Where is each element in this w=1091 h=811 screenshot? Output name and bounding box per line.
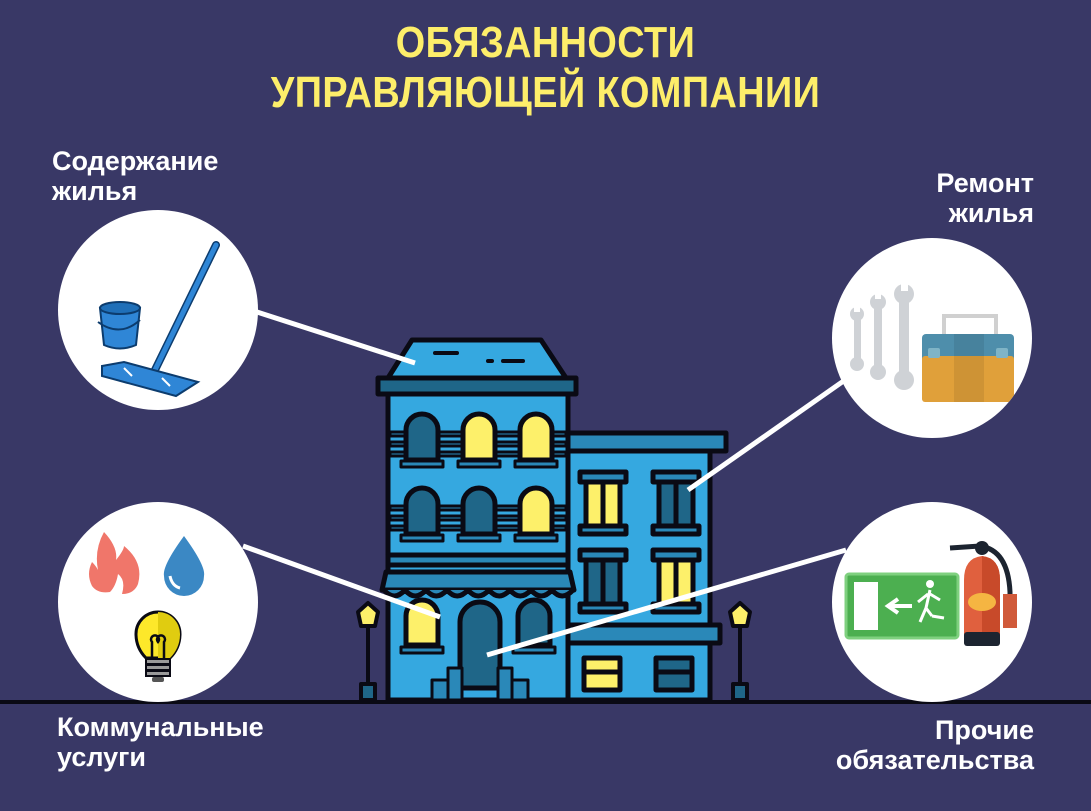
label-other-line2: обязательства xyxy=(835,745,1034,775)
label-utilities: Коммунальные услуги xyxy=(57,712,264,772)
water-drop-icon xyxy=(163,536,205,596)
exit-sign-extinguisher-icon xyxy=(844,541,1017,646)
ground-line xyxy=(0,700,1091,704)
fire-water-electricity-icon xyxy=(89,532,205,682)
annex-window-dark xyxy=(650,469,702,537)
connector-repair xyxy=(686,377,847,493)
main-building xyxy=(375,337,579,703)
street-lamp-right xyxy=(728,601,752,702)
label-utilities-line1: Коммунальные xyxy=(57,712,264,742)
mop-bucket-icon xyxy=(97,241,220,398)
label-maintenance-line2: жилья xyxy=(52,176,138,206)
connector-utilities xyxy=(242,543,441,620)
circle-utilities xyxy=(58,502,258,702)
street-lamp-left xyxy=(356,601,380,702)
label-repair-line2: жилья xyxy=(948,198,1034,228)
label-other-line1: Прочие xyxy=(934,715,1034,745)
annex-window-dark xyxy=(577,547,629,615)
connector-other xyxy=(486,547,847,658)
label-repair-line1: Ремонт xyxy=(936,168,1034,198)
label-repair: Ремонт жилья xyxy=(936,168,1034,228)
circle-maintenance xyxy=(58,210,258,410)
fire-extinguisher-icon xyxy=(949,541,1017,646)
label-maintenance-line1: Содержание xyxy=(52,146,219,176)
connector-maintenance xyxy=(256,309,416,366)
connector-lines xyxy=(242,309,847,658)
wrenches-toolbox-icon xyxy=(850,280,1014,402)
title-line-1: ОБЯЗАННОСТИ xyxy=(395,18,696,67)
circle-repair xyxy=(832,238,1032,438)
annex-window-lit xyxy=(577,469,629,537)
lightbulb-icon xyxy=(134,610,182,682)
label-other: Прочие обязательства xyxy=(836,715,1034,775)
exit-sign-icon xyxy=(844,572,960,640)
infographic-title: ОБЯЗАННОСТИ УПРАВЛЯЮЩЕЙ КОМПАНИИ xyxy=(76,18,1014,118)
label-utilities-line2: услуги xyxy=(57,742,147,772)
label-maintenance: Содержание жилья xyxy=(52,146,218,206)
circle-other xyxy=(832,502,1032,702)
annex-building xyxy=(557,430,729,703)
fire-icon xyxy=(89,532,140,594)
title-line-2: УПРАВЛЯЮЩЕЙ КОМПАНИИ xyxy=(270,68,821,117)
